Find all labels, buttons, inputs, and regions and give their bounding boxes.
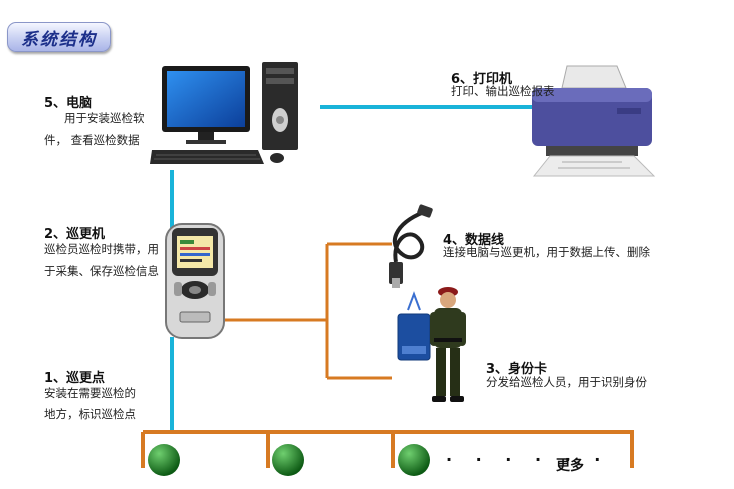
data-cable-heading: 4、数据线 bbox=[443, 233, 505, 248]
title-badge: 系统结构 bbox=[7, 22, 111, 52]
id-card-desc: 分发给巡检人员，用于识别身份 bbox=[486, 375, 647, 389]
computer-image bbox=[150, 62, 298, 164]
data-cable-desc: 连接电脑与巡更机，用于数据上传、删除 bbox=[443, 245, 650, 259]
patrol-device-image bbox=[165, 223, 225, 339]
checkpoint-heading: 1、巡更点 bbox=[44, 371, 106, 386]
checkpoint-icon-2 bbox=[272, 444, 304, 476]
more-label: 更多 bbox=[556, 458, 584, 474]
data-cable-image bbox=[389, 204, 433, 288]
computer-desc-1: 用于安装巡检软 bbox=[64, 111, 145, 125]
checkpoint-desc-2: 地方，标识巡检点 bbox=[44, 407, 136, 421]
checkpoint-desc-1: 安装在需要巡检的 bbox=[44, 386, 136, 400]
checkpoint-icon-3 bbox=[398, 444, 430, 476]
more-dots: · · · · · · bbox=[446, 450, 610, 469]
checkpoint-icon-1 bbox=[148, 444, 180, 476]
computer-heading: 5、电脑 bbox=[44, 96, 93, 111]
printer-image bbox=[532, 65, 656, 177]
computer-desc-2: 件， 查看巡检数据 bbox=[44, 133, 140, 147]
patrol-device-heading: 2、巡更机 bbox=[44, 227, 106, 242]
patrol-device-desc-2: 于采集、保存巡检信息 bbox=[44, 264, 159, 278]
guard-and-id-card-image bbox=[397, 287, 466, 402]
id-card-heading: 3、身份卡 bbox=[486, 362, 548, 377]
printer-desc: 打印、输出巡检报表 bbox=[451, 84, 555, 98]
patrol-device-desc-1: 巡检员巡检时携带，用 bbox=[44, 242, 159, 256]
printer-heading: 6、打印机 bbox=[451, 72, 513, 87]
